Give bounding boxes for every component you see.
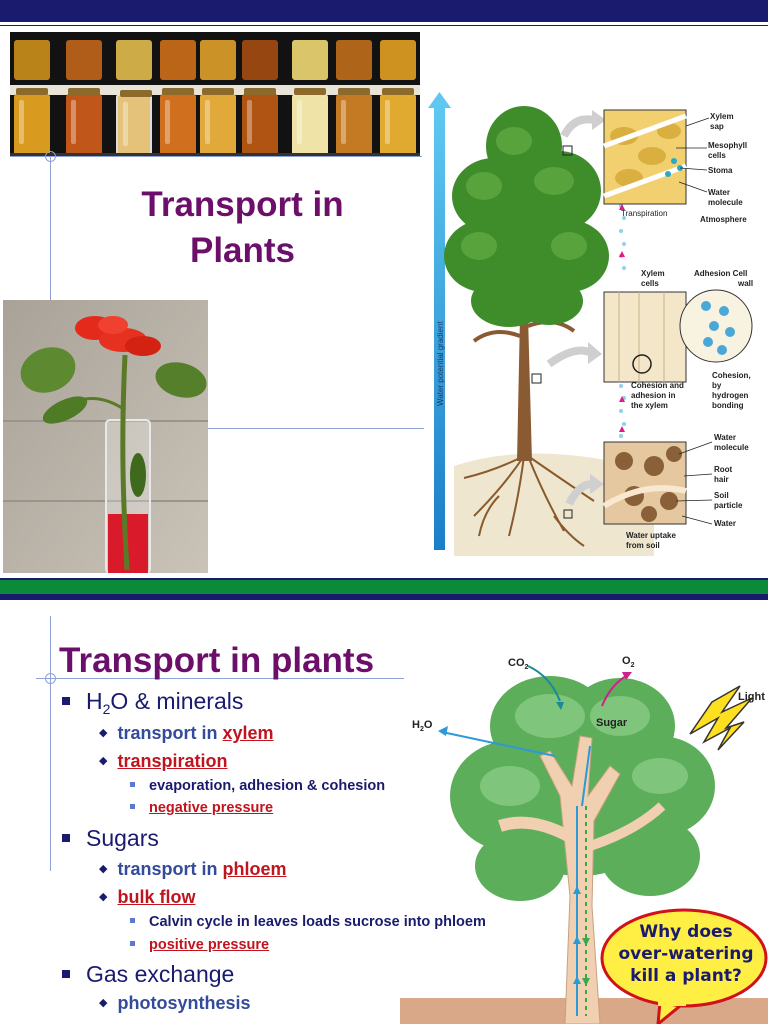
label-water: Water — [714, 433, 736, 442]
label-xylem-cells: Xylem — [641, 269, 665, 278]
label-cohesion-adhesion: Cohesion and — [631, 381, 684, 390]
label-atmosphere: Atmosphere — [700, 215, 747, 224]
slide-2-title: Transport in plants — [59, 641, 375, 680]
slide-1: Transport in Plants — [0, 0, 768, 600]
question-bubble — [600, 906, 768, 1024]
bullet-transport-phloem: ◆transport in phloem — [99, 859, 287, 879]
bullet-sugars: Sugars — [62, 825, 159, 852]
label-water-uptake: Water uptake — [626, 531, 676, 540]
slide-1-title: Transport in Plants — [115, 182, 370, 274]
title-line-2: Plants — [189, 231, 296, 270]
bubble-line-3: kill a plant? — [630, 966, 742, 986]
bullet-photosynthesis: ◆photosynthesis — [99, 993, 251, 1013]
label-cells: cells — [641, 279, 659, 288]
label-xylem: Xylem — [710, 112, 734, 121]
label-water: Water — [708, 188, 730, 197]
bullet-negative-pressure: negative pressure — [130, 800, 273, 816]
label-cells: cells — [708, 151, 726, 160]
plant-transport-illustration: CO2 O2 H2O Sugar Light — [400, 646, 768, 1024]
bullet-calvin-cycle: Calvin cycle in leaves loads sucrose int… — [130, 914, 486, 930]
positive-pressure-link[interactable]: positive pressure — [149, 937, 270, 953]
bullet-positive-pressure: positive pressure — [130, 937, 269, 953]
title-line-1: Transport in — [141, 185, 344, 224]
top-band — [0, 0, 768, 22]
label-by: by — [712, 381, 722, 390]
sugar-label: Sugar — [596, 717, 628, 729]
sap-jars-photo — [10, 32, 420, 156]
label-root: Root — [714, 465, 733, 474]
gradient-label: Water potential gradient — [436, 321, 445, 406]
flower-illustration — [3, 300, 208, 573]
flower-in-dye-photo — [3, 300, 208, 573]
connector-dot — [45, 151, 56, 162]
label-wall: wall — [737, 279, 753, 288]
bullet-bulk-flow: ◆bulk flow — [99, 887, 196, 907]
bulk-flow-link[interactable]: bulk flow — [117, 887, 196, 907]
label-hair: hair — [714, 475, 729, 484]
top-band-line — [0, 22, 768, 26]
bottom-band — [0, 578, 768, 594]
o2-label: O2 — [622, 655, 635, 669]
co2-label: CO2 — [508, 657, 529, 671]
bullet-evaporation: evaporation, adhesion & cohesion — [130, 778, 385, 794]
label-water-bottom: Water — [714, 519, 736, 528]
water-transport-diagram: Water potential gradient — [424, 86, 764, 564]
connector-dot — [45, 673, 56, 684]
bullet-gas-exchange: Gas exchange — [62, 961, 234, 988]
light-label: Light — [738, 691, 765, 703]
negative-pressure-link[interactable]: negative pressure — [149, 800, 274, 816]
bottom-band-dark — [0, 594, 768, 600]
label-particle: particle — [714, 501, 743, 510]
label-bonding: bonding — [712, 401, 744, 410]
bubble-line-2: over-watering — [618, 944, 754, 964]
label-hydrogen: hydrogen — [712, 391, 749, 400]
bullet-transpiration: ◆transpiration — [99, 751, 228, 771]
label-sap: sap — [710, 122, 724, 131]
label-from-soil: from soil — [626, 541, 660, 550]
bubble-line-1: Why does — [639, 922, 733, 942]
label-molecule: molecule — [714, 443, 749, 452]
label-soil: Soil — [714, 491, 729, 500]
label-adhesion-cell: Adhesion Cell — [694, 269, 747, 278]
transpiration-label: Transpiration — [621, 209, 667, 218]
h2o-label: H2O — [412, 719, 433, 733]
label-stoma: Stoma — [708, 166, 733, 175]
divider-line — [50, 616, 51, 871]
label-adhesion-in: adhesion in — [631, 391, 676, 400]
bullet-h2o-minerals: H2O & minerals — [62, 688, 243, 717]
bubble-text: Why does over-watering kill a plant? — [612, 921, 760, 987]
bullet-transport-xylem: ◆transport in xylem — [99, 723, 274, 743]
phloem-link[interactable]: phloem — [222, 859, 287, 879]
divider-line — [50, 156, 51, 302]
divider-line — [36, 678, 404, 679]
divider-line — [208, 428, 424, 429]
label-cohesion: Cohesion, — [712, 371, 751, 380]
label-mesophyll: Mesophyll — [708, 141, 747, 150]
xylem-link[interactable]: xylem — [222, 723, 274, 743]
label-molecule: molecule — [708, 198, 743, 207]
label-the-xylem: the xylem — [631, 401, 668, 410]
slide-2: Transport in plants — [0, 616, 768, 1024]
divider-line — [10, 156, 422, 157]
transpiration-link[interactable]: transpiration — [117, 751, 228, 771]
